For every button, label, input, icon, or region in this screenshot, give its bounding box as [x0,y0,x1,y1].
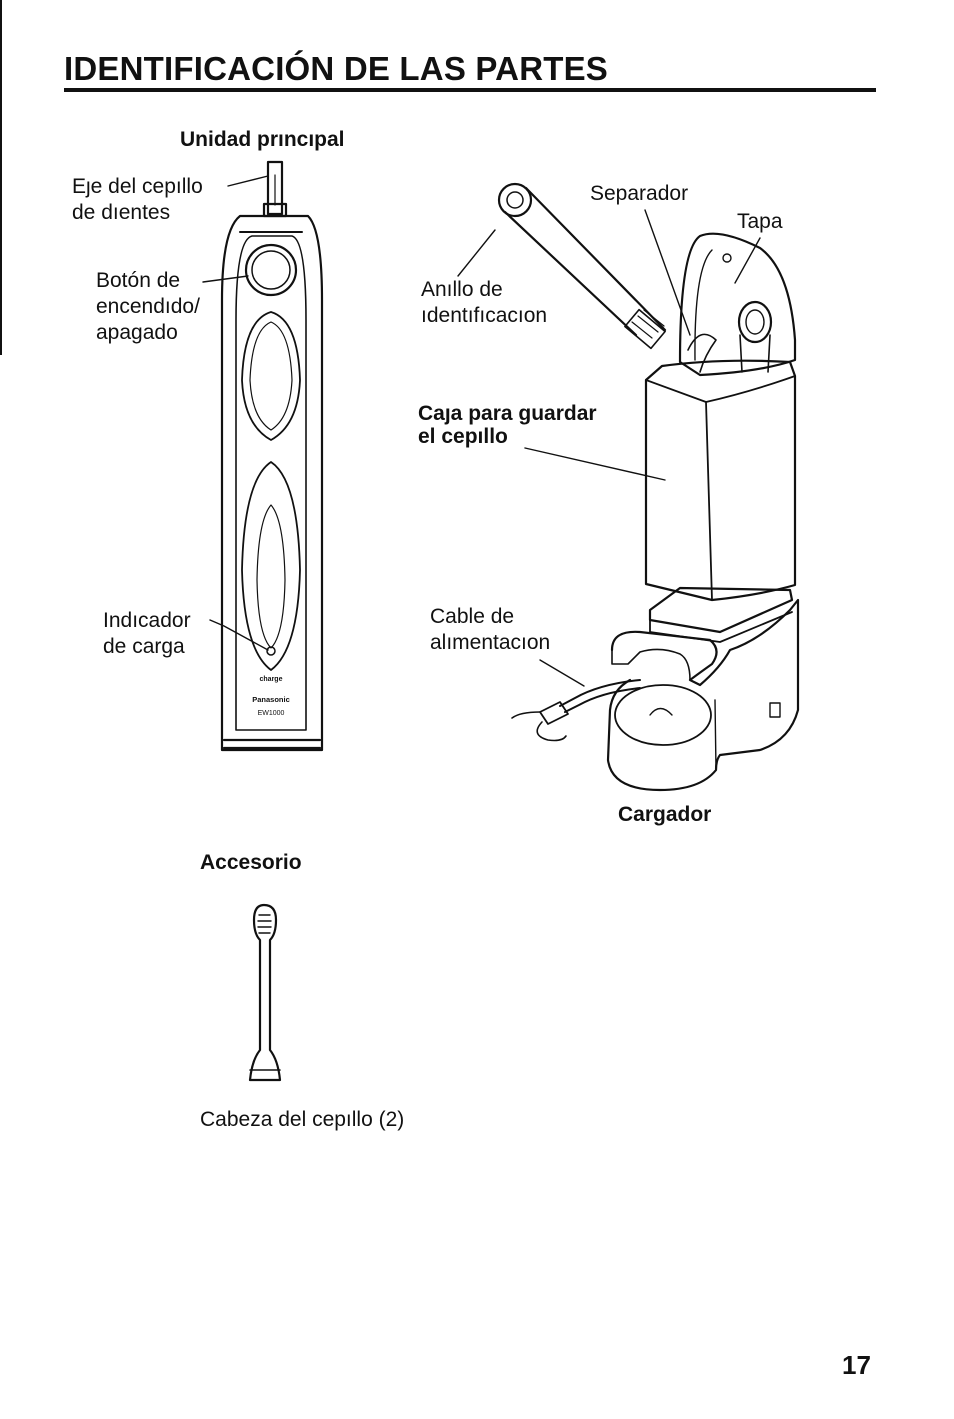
charger-case-drawing [457,182,800,792]
label-power-cord: Cable de alımentacıon [430,605,551,654]
title-rule [64,88,876,92]
toothbrush-handle-drawing [202,160,324,752]
page-number: 17 [842,1350,871,1380]
accessory-brush-head-drawing [248,903,282,1082]
accessory-heading: Accesorio [200,851,302,874]
label-power-switch: Botón de encendıdo/ apagado [96,269,200,344]
label-brush-shaft: Eȷe del cepıllo de dıentes [72,175,203,224]
handle-brand-text: Panasonic [252,695,290,704]
label-id-ring: Anıllo de ıdentıfıcacıon [421,278,548,327]
handle-model-text: EW1000 [258,710,285,717]
main-unit-heading: Unidad prıncıpal [180,128,345,151]
charger-caption: Cargador [618,803,712,826]
left-margin-bar [0,0,2,355]
label-charge-indicator: Indıcador de carga [103,609,191,658]
label-separator: Separador [590,182,689,205]
accessory-caption: Cabeza del cepıllo (2) [200,1108,405,1131]
page-title: IDENTIFICACIÓN DE LAS PARTES [64,50,609,87]
handle-charge-text: charge [260,676,283,683]
label-storage-case: Caȷa para guardar el cepıllo [418,402,597,448]
label-lid: Tapa [737,210,783,233]
